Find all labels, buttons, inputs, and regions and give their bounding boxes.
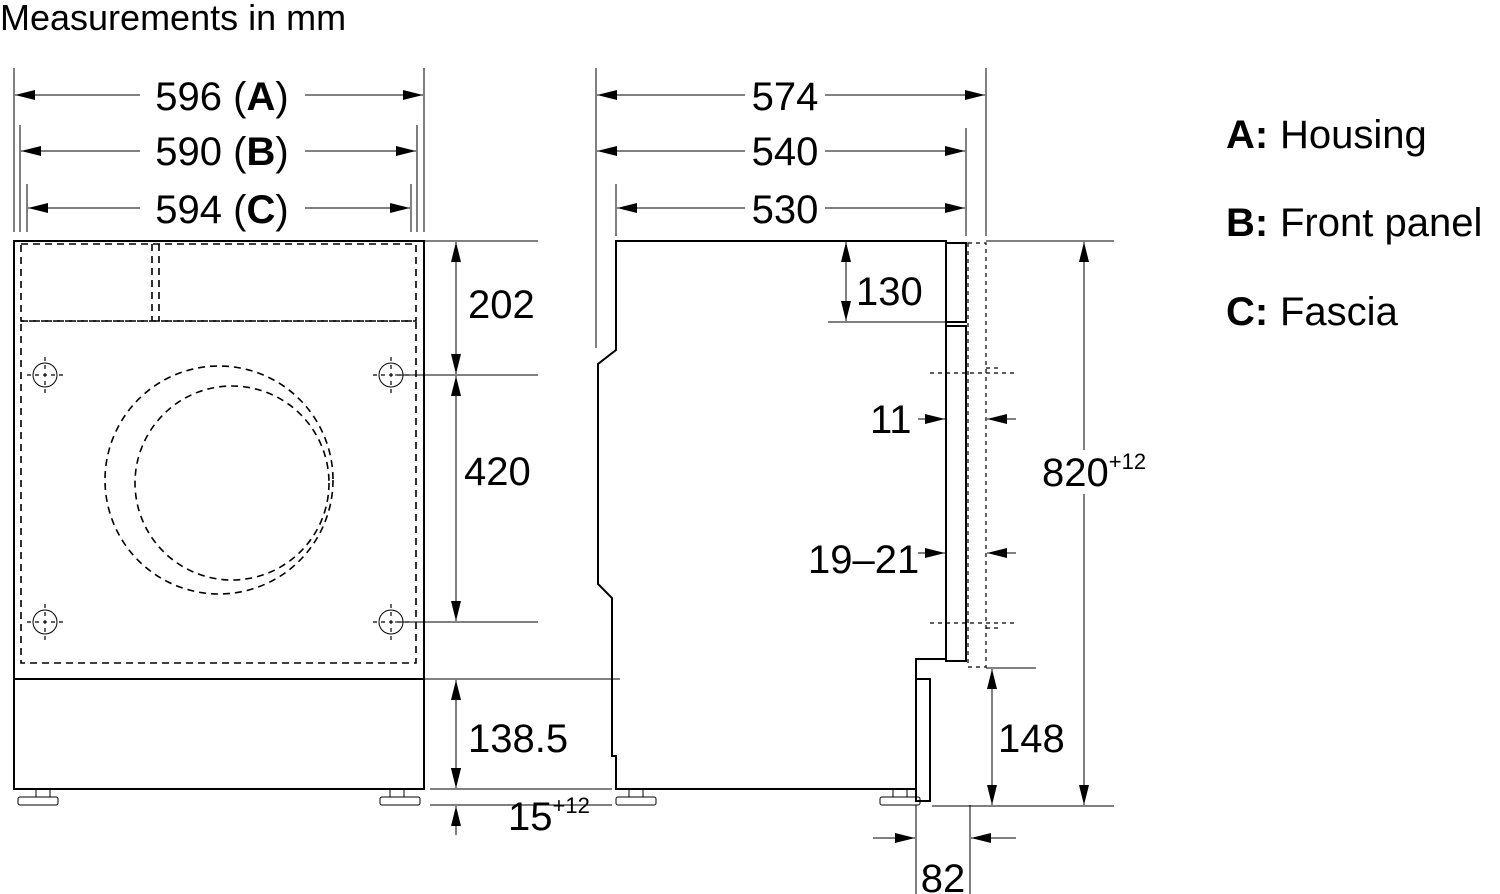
height-total-dimension: 820+12	[932, 240, 1146, 807]
side-housing	[597, 240, 947, 790]
width-b-dimension: 590 (B)	[21, 130, 416, 174]
legend-item-housing: A: Housing	[1226, 113, 1427, 157]
height-base-dimension: 138.5	[451, 680, 568, 788]
front-housing	[13, 240, 425, 790]
foot-icon	[879, 788, 921, 806]
side-view: 574 540 530	[595, 68, 1146, 894]
side-front-panel	[945, 325, 967, 662]
diagram-title: Measurements in mm	[0, 0, 346, 38]
fascia-height-dimension: 130	[828, 242, 946, 323]
svg-text:Fascia: Fascia	[1280, 290, 1399, 334]
svg-text:19–21: 19–21	[808, 538, 919, 582]
svg-text:820+12: 820+12	[1042, 449, 1146, 495]
foot-icon	[17, 788, 59, 806]
svg-text:594 (C): 594 (C)	[155, 188, 288, 232]
front-panel-outline	[20, 320, 417, 664]
door-inner	[134, 385, 330, 581]
svg-text:420: 420	[464, 450, 531, 494]
front-fascia-outline	[20, 243, 417, 322]
svg-text:138.5: 138.5	[468, 717, 568, 761]
foot-icon	[379, 788, 421, 806]
svg-text:530: 530	[752, 188, 819, 232]
legend-item-fascia: C: Fascia	[1226, 290, 1399, 334]
svg-text:15+12: 15+12	[508, 793, 590, 839]
plinth-height-dimension: 148	[986, 667, 1065, 805]
svg-text:574: 574	[752, 75, 819, 119]
svg-text:11: 11	[870, 398, 912, 442]
svg-text:202: 202	[468, 283, 535, 327]
panel-thickness-dimension: 19–21	[808, 538, 1016, 582]
mount-hole-icon	[27, 357, 63, 393]
svg-text:B:: B:	[1226, 201, 1268, 245]
svg-text:A:: A:	[1226, 113, 1268, 157]
plinth-depth-dimension: 82	[873, 805, 1016, 894]
depth-total-dimension: 574	[597, 74, 985, 119]
svg-text:Housing: Housing	[1280, 113, 1427, 157]
depth-cabinet-dimension: 530	[617, 187, 965, 232]
svg-text:C:: C:	[1226, 290, 1268, 334]
height-mid-dimension: 420	[451, 376, 531, 621]
svg-text:590 (B): 590 (B)	[155, 130, 288, 174]
side-fascia	[945, 242, 967, 323]
legend-item-front-panel: B: Front panel	[1226, 201, 1482, 245]
depth-body-dimension: 540	[597, 130, 965, 174]
svg-text:Front panel: Front panel	[1280, 201, 1482, 245]
foot-icon	[615, 788, 657, 806]
side-plinth	[915, 678, 931, 802]
side-dashed-panel	[967, 242, 987, 668]
svg-text:540: 540	[752, 130, 819, 174]
svg-text:596 (A): 596 (A)	[155, 75, 288, 119]
width-a-dimension: 596 (A)	[15, 74, 423, 119]
feet-dimension: 15+12	[451, 768, 590, 839]
height-top-dimension: 202	[451, 242, 535, 374]
door-outer	[104, 365, 334, 595]
gap-dimension: 11	[870, 398, 1016, 442]
svg-text:130: 130	[856, 270, 923, 314]
legend: A: Housing B: Front panel C: Fascia	[1226, 113, 1482, 334]
width-c-dimension: 594 (C)	[28, 187, 410, 232]
svg-text:148: 148	[998, 717, 1065, 761]
front-view: 596 (A) 590 (B) 594 (C)	[13, 68, 620, 839]
svg-text:82: 82	[921, 857, 966, 894]
mount-hole-icon	[27, 604, 63, 640]
